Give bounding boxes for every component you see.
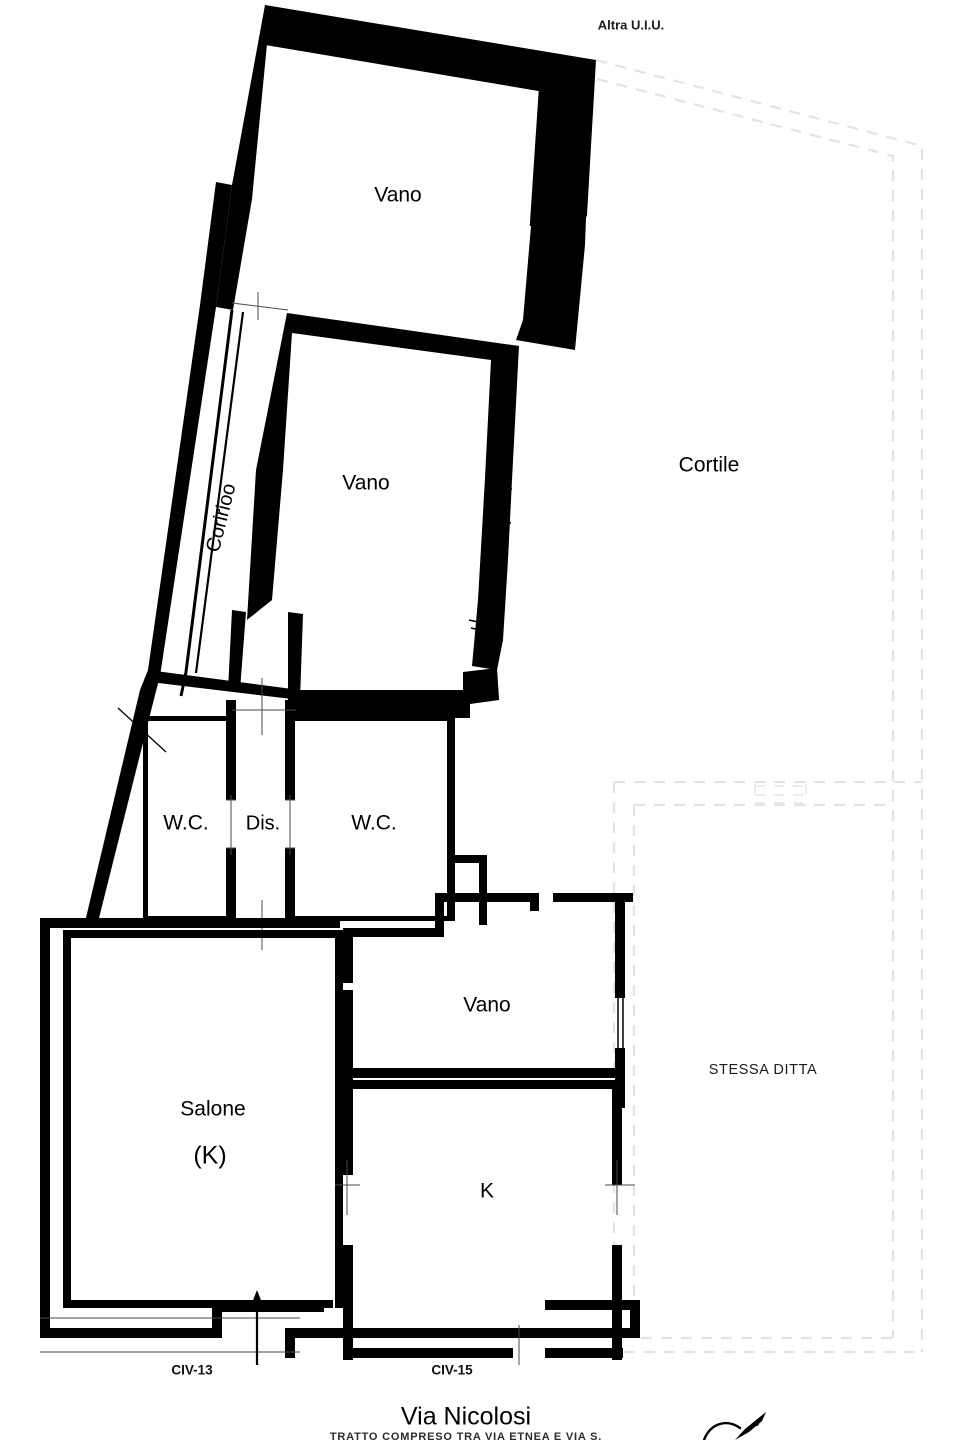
label-room-cucina: K bbox=[480, 1180, 494, 1203]
wall-vano-top-inner bbox=[266, 42, 542, 227]
label-room-vano-lower: Vano bbox=[463, 994, 511, 1017]
wall-left-diagonal-outer bbox=[85, 182, 232, 922]
wall-vano-top-outer bbox=[216, 5, 596, 350]
wall-corridor-bottom bbox=[148, 670, 300, 700]
label-room-vano-top: Vano bbox=[374, 184, 422, 207]
boundary-window-symbol bbox=[754, 784, 807, 805]
window-vano-middle bbox=[468, 485, 513, 631]
wall-band-above-wc bbox=[288, 612, 499, 718]
label-cortile: Cortile bbox=[679, 454, 740, 477]
property-boundary-dashed bbox=[595, 58, 924, 1354]
label-street-sublabel: TRATTO COMPRESO TRA VIA ETNEA E VIA S. bbox=[330, 1431, 602, 1440]
label-stessa-ditta: STESSA DITTA bbox=[709, 1062, 817, 1078]
label-street-name: Via Nicolosi bbox=[401, 1403, 531, 1431]
plan-text-labels: Altra U.I.U. Cortile STESSA DITTA Vano V… bbox=[163, 17, 817, 1440]
label-entrance-civ15: CIV-15 bbox=[431, 1363, 473, 1378]
label-room-wc-left: W.C. bbox=[163, 812, 209, 835]
label-room-disimpegno: Dis. bbox=[246, 812, 280, 834]
room-walls-vano-lower bbox=[353, 893, 633, 1108]
room-walls-wc-right bbox=[290, 716, 487, 925]
signature-pen-icon bbox=[702, 1412, 766, 1440]
wall-tick-mark bbox=[117, 707, 167, 753]
label-room-wc-right: W.C. bbox=[351, 812, 397, 835]
wall-lower-perimeter bbox=[40, 918, 343, 1338]
label-room-salone-category: (K) bbox=[193, 1142, 226, 1170]
wall-central-vertical bbox=[343, 928, 353, 1360]
label-room-salone: Salone bbox=[180, 1098, 245, 1121]
entrance-arrow-civ13 bbox=[250, 1290, 264, 1365]
label-entrance-civ13: CIV-13 bbox=[171, 1363, 213, 1378]
window-vano-top-right bbox=[547, 204, 563, 258]
door-top-corridor bbox=[231, 292, 289, 320]
wall-vano-middle bbox=[247, 313, 519, 670]
room-walls-wc-left bbox=[143, 700, 236, 921]
building-walls bbox=[40, 5, 640, 1365]
label-altra-uiu: Altra U.I.U. bbox=[598, 17, 664, 32]
wall-corridor-inner bbox=[179, 309, 234, 697]
opening-marks-cucina bbox=[335, 1160, 635, 1365]
wall-bottom-outer-band bbox=[285, 1300, 640, 1358]
room-walls-cucina bbox=[353, 1080, 623, 1360]
label-room-vano-middle: Vano bbox=[342, 472, 390, 495]
